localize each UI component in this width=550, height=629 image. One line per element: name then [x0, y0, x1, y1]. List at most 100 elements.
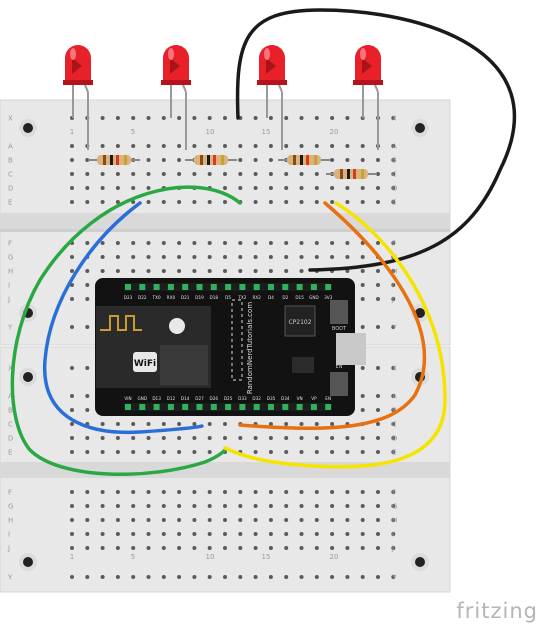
breadboard-hole	[360, 158, 365, 162]
header-pin	[268, 404, 274, 410]
breadboard-hole	[376, 518, 380, 522]
row-letter: C	[392, 421, 397, 429]
column-number: 1	[70, 128, 74, 136]
breadboard-hole	[161, 200, 166, 204]
breadboard-hole	[131, 575, 136, 579]
breadboard-hole	[146, 172, 151, 176]
breadboard-hole	[100, 436, 105, 440]
header-pin	[325, 404, 332, 410]
breadboard-hole	[115, 575, 120, 579]
breadboard-hole	[376, 575, 380, 579]
breadboard-hole	[85, 172, 90, 176]
mounting-hole	[19, 368, 37, 386]
breadboard-hole	[360, 186, 365, 190]
breadboard-hole	[192, 172, 197, 176]
breadboard-hole	[115, 490, 120, 494]
breadboard-hole	[223, 436, 227, 440]
breadboard-hole	[360, 144, 365, 148]
row-letter: J	[7, 296, 10, 304]
row-letter: I	[392, 282, 394, 290]
breadboard-hole	[223, 269, 227, 273]
boot-button: BOOT	[330, 300, 348, 332]
breadboard-hole	[115, 450, 120, 454]
breadboard-hole	[177, 200, 182, 204]
row-letter: J	[7, 545, 10, 553]
breadboard-hole	[192, 241, 197, 245]
breadboard-hole	[284, 172, 289, 176]
wires	[10, 8, 517, 477]
breadboard-hole	[391, 422, 396, 426]
breadboard-hole	[115, 504, 120, 508]
row-letter: B	[392, 157, 397, 165]
breadboard-hole	[146, 186, 151, 190]
breadboard-hole	[360, 504, 365, 508]
breadboard-hole	[268, 504, 273, 508]
breadboard-hole	[268, 144, 273, 148]
breadboard-hole	[192, 144, 197, 148]
header-pin	[239, 404, 246, 410]
breadboard-hole	[314, 241, 319, 245]
breadboard-hole	[192, 422, 197, 426]
row-letter: D	[392, 185, 397, 193]
breadboard-hole	[238, 436, 243, 440]
breadboard-hole	[314, 200, 319, 204]
row-letter: F	[8, 240, 12, 248]
breadboard-hole	[207, 200, 212, 204]
breadboard-hole	[85, 490, 90, 494]
row-letter: Y	[391, 324, 397, 332]
breadboard-hole	[391, 241, 396, 245]
breadboard-hole	[146, 518, 151, 522]
blue-wire	[43, 201, 204, 435]
breadboard-hole	[177, 518, 182, 522]
breadboard-hole	[177, 172, 182, 176]
breadboard-hole	[314, 436, 319, 440]
led	[257, 45, 287, 150]
breadboard-hole	[161, 532, 166, 536]
breadboard-hole	[70, 200, 74, 204]
breadboard-hole	[253, 241, 258, 245]
breadboard-hole	[299, 450, 304, 454]
header-pin	[325, 284, 332, 290]
breadboard-hole	[299, 422, 304, 426]
breadboard-hole	[376, 241, 380, 245]
breadboard-hole	[207, 116, 212, 120]
row-letter: A	[392, 143, 397, 151]
row-letter: C	[8, 421, 13, 429]
leds	[63, 45, 383, 150]
breadboard-hole	[268, 200, 273, 204]
pin-label: D21	[181, 295, 190, 300]
header-pin	[239, 284, 246, 290]
breadboard-hole	[192, 532, 197, 536]
svg-text:EN: EN	[336, 364, 343, 370]
column-number: 1	[70, 553, 74, 561]
row-letter: X	[392, 115, 397, 123]
breadboard-hole	[100, 172, 105, 176]
breadboard-hole	[391, 490, 396, 494]
breadboard-hole	[146, 144, 151, 148]
breadboard-hole	[223, 255, 227, 259]
breadboard-hole	[238, 186, 243, 190]
breadboard-hole	[207, 436, 212, 440]
breadboard-hole	[376, 325, 380, 329]
breadboard-hole	[70, 546, 74, 550]
pin-label: D34	[281, 396, 290, 401]
breadboard-hole	[314, 504, 319, 508]
breadboard-hole	[192, 200, 197, 204]
led	[161, 45, 191, 150]
breadboard-hole	[100, 450, 105, 454]
breadboard-hole	[284, 186, 289, 190]
header-pin	[310, 404, 317, 410]
breadboard-hole	[85, 297, 90, 301]
breadboard-hole	[253, 518, 258, 522]
breadboard-hole	[161, 255, 166, 259]
breadboard-hole	[177, 241, 182, 245]
usb-port	[336, 333, 366, 365]
breadboard-hole	[70, 269, 74, 273]
breadboard-hole	[376, 546, 380, 550]
row-letter: I	[392, 531, 394, 539]
breadboard-hole	[268, 532, 273, 536]
breadboard-hole	[131, 450, 136, 454]
breadboard-hole	[345, 436, 350, 440]
breadboard-hole	[314, 546, 319, 550]
breadboard-hole	[360, 436, 365, 440]
